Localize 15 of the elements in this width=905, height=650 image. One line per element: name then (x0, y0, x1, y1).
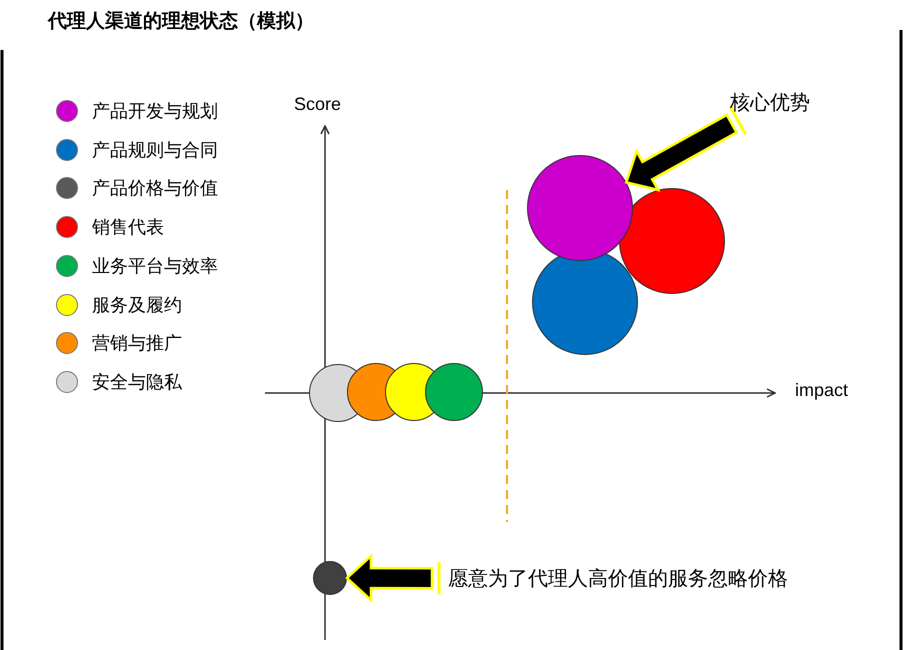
legend-label: 产品开发与规划 (92, 100, 218, 122)
bubble (313, 561, 347, 595)
legend-label: 销售代表 (92, 216, 164, 238)
legend-label: 业务平台与效率 (92, 254, 218, 277)
diagram-title: 代理人渠道的理想状态（模拟） (48, 10, 314, 34)
callout-text: 愿意为了代理人高价值的服务忽略价格 (448, 565, 788, 592)
legend-label: 营销与推广 (92, 332, 182, 354)
legend-label: 产品价格与价值 (92, 177, 218, 200)
legend-label: 服务及履约 (92, 294, 182, 316)
bubble (425, 363, 483, 421)
axis-label: impact (795, 380, 848, 401)
legend-label: 安全与隐私 (92, 370, 182, 393)
axis-label: Score (294, 94, 342, 115)
legend-label: 产品规则与合同 (92, 138, 218, 161)
callout-text: 核心优势 (730, 89, 810, 116)
